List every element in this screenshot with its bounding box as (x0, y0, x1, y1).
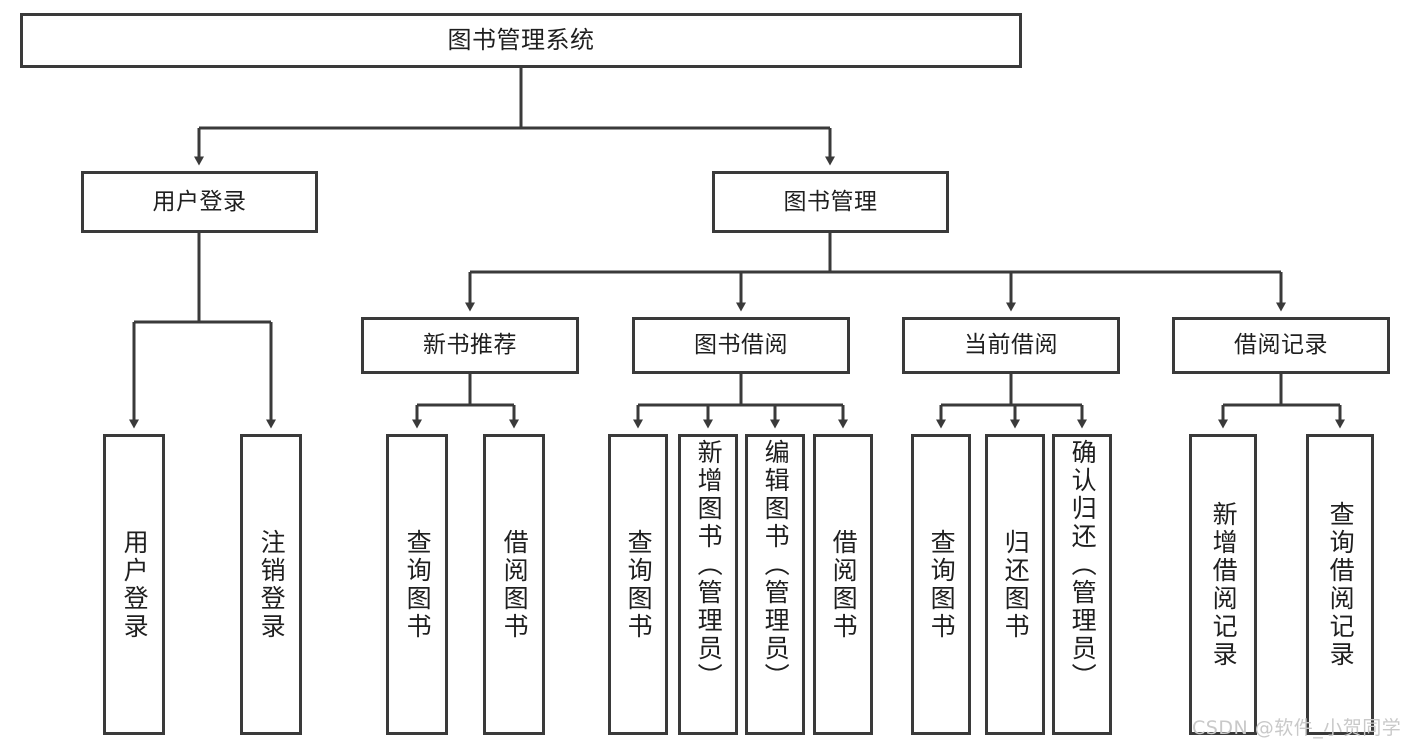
node-book-manage-label: 图书管理 (783, 188, 878, 215)
node-leaf-add-book[interactable]: 新增图书（管理员） (678, 434, 738, 735)
node-leaf-add-book-label: 新增图书（管理员） (694, 439, 724, 691)
node-leaf-borrow-book-2-label: 借阅图书 (829, 528, 859, 641)
node-leaf-add-borrow-record[interactable]: 新增借阅记录 (1189, 434, 1257, 735)
node-borrow-record[interactable]: 借阅记录 (1172, 317, 1390, 374)
node-leaf-borrow-book-1[interactable]: 借阅图书 (483, 434, 545, 735)
node-root[interactable]: 图书管理系统 (20, 13, 1022, 68)
node-leaf-query-borrow-record-label: 查询借阅记录 (1326, 500, 1356, 669)
node-leaf-query-book-2[interactable]: 查询图书 (608, 434, 668, 735)
node-leaf-logout-label: 注销登录 (257, 528, 287, 641)
node-user-login-label: 用户登录 (152, 188, 247, 215)
node-leaf-confirm-return-label: 确认归还（管理员） (1068, 439, 1098, 691)
node-leaf-query-book-3-label: 查询图书 (927, 528, 957, 641)
node-leaf-borrow-book-2[interactable]: 借阅图书 (813, 434, 873, 735)
node-root-label: 图书管理系统 (447, 25, 595, 54)
node-leaf-query-book-1-label: 查询图书 (403, 528, 433, 641)
node-book-borrow[interactable]: 图书借阅 (632, 317, 850, 374)
node-leaf-edit-book[interactable]: 编辑图书（管理员） (745, 434, 805, 735)
node-current-borrow[interactable]: 当前借阅 (902, 317, 1120, 374)
node-leaf-return-book-label: 归还图书 (1001, 528, 1031, 641)
csdn-watermark: CSDN @软件_小贺同学 (1192, 717, 1402, 739)
node-leaf-user-login[interactable]: 用户登录 (103, 434, 165, 735)
node-book-borrow-label: 图书借阅 (694, 332, 788, 359)
node-leaf-logout[interactable]: 注销登录 (240, 434, 302, 735)
node-leaf-return-book[interactable]: 归还图书 (985, 434, 1045, 735)
node-leaf-user-login-label: 用户登录 (120, 528, 150, 641)
node-leaf-edit-book-label: 编辑图书（管理员） (761, 439, 791, 691)
node-leaf-query-book-2-label: 查询图书 (624, 528, 654, 641)
node-leaf-add-borrow-record-label: 新增借阅记录 (1209, 500, 1239, 669)
node-leaf-query-borrow-record[interactable]: 查询借阅记录 (1306, 434, 1374, 735)
node-leaf-borrow-book-1-label: 借阅图书 (500, 528, 530, 641)
node-book-manage[interactable]: 图书管理 (712, 171, 949, 233)
node-new-book-recommend[interactable]: 新书推荐 (361, 317, 579, 374)
node-leaf-query-book-1[interactable]: 查询图书 (386, 434, 448, 735)
node-leaf-confirm-return[interactable]: 确认归还（管理员） (1052, 434, 1112, 735)
node-user-login[interactable]: 用户登录 (81, 171, 318, 233)
node-leaf-query-book-3[interactable]: 查询图书 (911, 434, 971, 735)
node-borrow-record-label: 借阅记录 (1234, 332, 1328, 359)
node-current-borrow-label: 当前借阅 (964, 332, 1058, 359)
node-new-book-recommend-label: 新书推荐 (423, 332, 517, 359)
